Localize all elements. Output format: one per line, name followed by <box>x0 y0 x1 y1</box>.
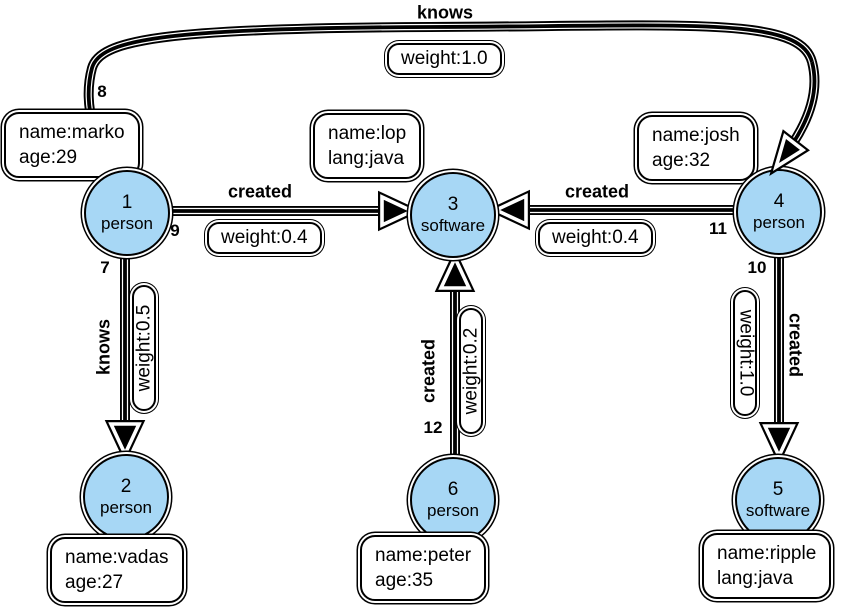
node-id: 1 <box>121 192 133 214</box>
edge-id-11: 11 <box>709 219 727 238</box>
edge-id-7: 7 <box>100 258 110 277</box>
property-line: name:josh <box>652 125 740 146</box>
weight-box-knows-1-2: weight:0.5 <box>132 285 156 411</box>
node-type: software <box>420 216 486 236</box>
node-1: 1 person <box>84 170 170 256</box>
property-line: name:marko <box>19 122 125 143</box>
weight-box-created-6-3: weight:0.2 <box>459 308 483 434</box>
edge-id-9: 9 <box>170 221 180 240</box>
edge-knows-1-4-arrow <box>769 60 820 176</box>
weight-box-knows-1-4: weight:1.0 <box>387 43 502 75</box>
node-id: 3 <box>447 194 459 216</box>
edge-created-4-3 <box>486 189 738 231</box>
property-line: name:peter <box>375 545 472 566</box>
node-4: 4 person <box>736 169 822 255</box>
edge-created-1-3 <box>165 190 422 232</box>
property-box-vadas: name:vadas age:27 <box>50 537 184 604</box>
node-id: 5 <box>772 479 784 501</box>
property-line: lang:java <box>328 148 405 170</box>
edge-knows-1-2 <box>104 254 146 464</box>
property-line: name:vadas <box>65 547 169 568</box>
edge-id-10: 10 <box>747 258 767 277</box>
property-box-ripple: name:ripple lang:java <box>702 533 832 600</box>
edge-knows-1-4 <box>83 20 817 177</box>
weight-box-created-1-3: weight:0.4 <box>207 222 322 254</box>
node-type: person <box>101 214 153 234</box>
property-line: age:32 <box>652 150 711 172</box>
property-line: age:29 <box>19 147 78 169</box>
node-5: 5 software <box>735 457 821 543</box>
node-type: software <box>745 501 811 521</box>
property-box-josh: name:josh age:32 <box>637 115 755 182</box>
weight-box-created-4-5: weight:1.0 <box>733 290 757 416</box>
property-line: age:35 <box>375 570 434 592</box>
property-box-lop: name:lop lang:java <box>313 113 422 180</box>
node-id: 2 <box>120 476 132 498</box>
edge-id-12: 12 <box>423 418 443 437</box>
edge-created-4-5 <box>758 253 800 466</box>
node-type: person <box>753 213 805 233</box>
node-type: person <box>100 498 152 518</box>
weight-box-created-4-3: weight:0.4 <box>538 222 653 254</box>
property-box-marko: name:marko age:29 <box>4 112 140 179</box>
property-box-peter: name:peter age:35 <box>360 535 487 602</box>
edge-label-knows-1-4: knows <box>416 2 474 23</box>
node-id: 6 <box>447 479 459 501</box>
edge-label-created-1-3: created <box>227 181 293 202</box>
node-3: 3 software <box>410 172 496 258</box>
edge-label-created-4-3: created <box>564 181 630 202</box>
node-id: 4 <box>773 191 785 213</box>
edge-created-6-3 <box>434 248 476 459</box>
property-line: lang:java <box>717 568 794 590</box>
property-line: age:27 <box>65 572 124 594</box>
property-line: name:lop <box>328 123 407 144</box>
edge-id-8: 8 <box>97 82 107 101</box>
node-2: 2 person <box>83 454 169 540</box>
node-type: person <box>427 501 479 521</box>
property-line: name:ripple <box>717 543 817 564</box>
